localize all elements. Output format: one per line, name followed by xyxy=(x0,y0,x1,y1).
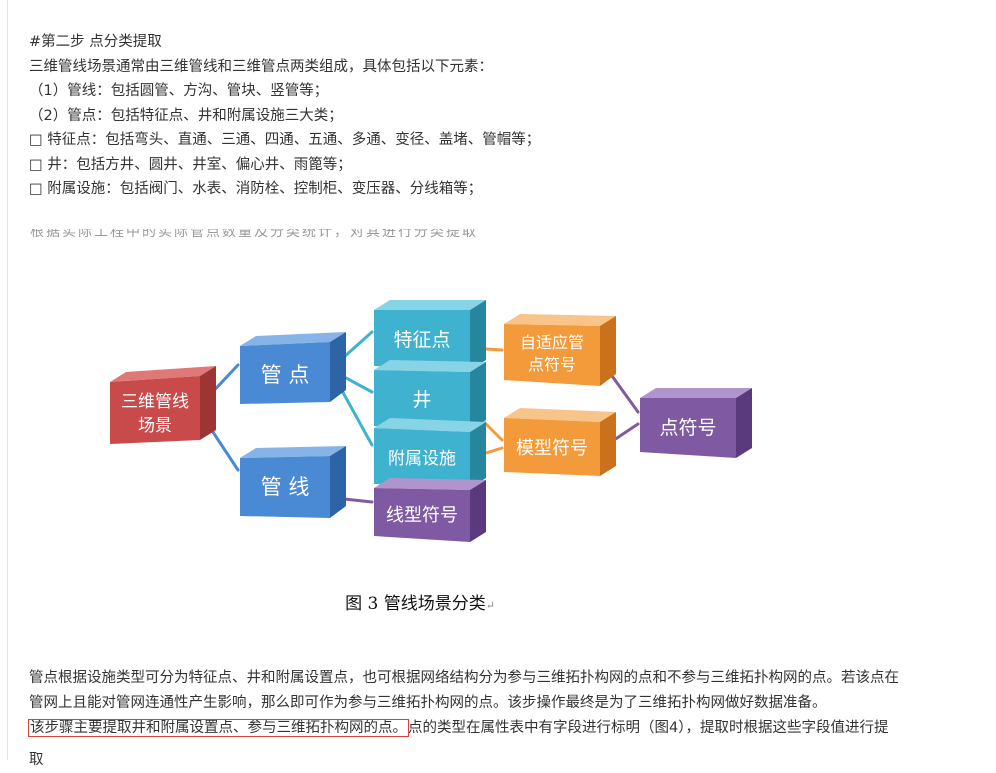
pipeline-classification-diagram: 三维管线场景 管 点 管 线 特征点 井 附属设施 线型符号 xyxy=(110,300,752,542)
paragraph-line: 管点根据设施类型可分为特征点、井和附属设置点，也可根据网络结构分为参与三维拓扑构… xyxy=(29,670,899,686)
body-paragraph: 管点根据设施类型可分为特征点、井和附属设置点，也可根据网络结构分为参与三维拓扑构… xyxy=(28,666,994,741)
node-model-symbol: 模型符号 xyxy=(504,408,616,476)
intro-line: 三维管线场景通常由三维管线和三维管点两类组成，具体包括以下元素： xyxy=(29,58,493,75)
section-heading: #第二步 点分类提取 xyxy=(29,34,162,50)
node-point-symbol: 点符号 xyxy=(640,388,752,458)
intro-line: □ 附属设施：包括阀门、水表、消防栓、控制柜、变压器、分线箱等； xyxy=(29,181,483,197)
intro-line: （2）管点：包括特征点、井和附属设施三大类； xyxy=(29,107,343,124)
node-scene: 三维管线场景 xyxy=(110,366,216,444)
intro-block: #第二步 点分类提取 三维管线场景通常由三维管线和三维管点两类组成，具体包括以下… xyxy=(29,30,729,202)
paragraph-line: 取 xyxy=(29,752,44,768)
node-label: 管 点 xyxy=(261,363,310,387)
paragraph-mark: ↵ xyxy=(485,599,495,612)
node-pipe-point: 管 点 xyxy=(240,332,346,404)
paragraph-line: 管网上且能对管网连通性产生影响，那么即可作为参与三维拓扑构网的点。该步操作最终是… xyxy=(29,695,827,711)
node-label: 模型符号 xyxy=(516,438,588,459)
node-label: 附属设施 xyxy=(388,449,456,469)
node-label: 三维管线场景 xyxy=(121,392,189,436)
node-label: 点符号 xyxy=(659,417,716,439)
page-left-border xyxy=(7,0,8,760)
node-facility: 附属设施 xyxy=(374,418,486,488)
intro-line: （1）管线：包括圆管、方沟、管块、竖管等； xyxy=(29,83,329,99)
node-label: 井 xyxy=(412,389,431,411)
node-adaptive-symbol: 自适应管点符号 xyxy=(504,314,616,386)
node-pipe-line: 管 线 xyxy=(240,446,346,518)
cropped-text-line: 根据实际工程中的实际管点数量及分类统计，对其进行分类提取 xyxy=(30,229,478,240)
node-feature-point: 特征点 xyxy=(374,300,486,370)
intro-line: □ 特征点：包括弯头、直通、三通、四通、五通、多通、变径、盖堵、管帽等； xyxy=(29,132,541,148)
node-label: 管 线 xyxy=(261,475,310,499)
node-label: 特征点 xyxy=(393,329,450,351)
paragraph-text: 点的类型在属性表中有字段进行标明（图4），提取时根据这些字段值进行提 xyxy=(408,720,889,736)
node-line-symbol: 线型符号 xyxy=(374,478,486,542)
highlighted-sentence: 该步骤主要提取井和附属设置点、参与三维拓扑构网的点。 xyxy=(28,719,409,737)
intro-line: □ 井：包括方井、圆井、井室、偏心井、雨篦等； xyxy=(29,156,352,173)
node-label: 线型符号 xyxy=(386,505,458,526)
node-well: 井 xyxy=(374,360,486,430)
figure-caption: 图 3 管线场景分类↵ xyxy=(345,594,495,614)
paragraph-line: 该步骤主要提取井和附属设置点、参与三维拓扑构网的点。点的类型在属性表中有字段进行… xyxy=(28,716,994,741)
node-label: 自适应管点符号 xyxy=(520,333,584,374)
